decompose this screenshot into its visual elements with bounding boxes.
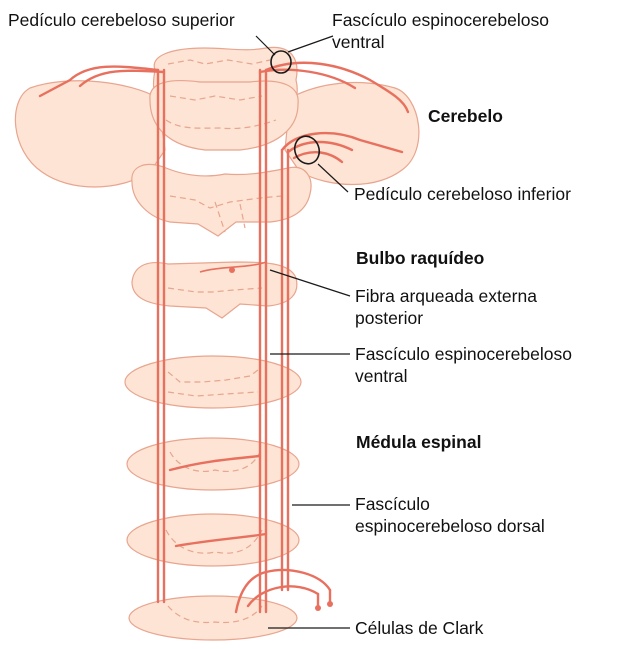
- label-spinal-cord: Médula espinal: [356, 432, 481, 453]
- label-vsct-mid-1: Fascículo espinocerebeloso: [355, 344, 572, 365]
- label-arcuate-1: Fibra arqueada externa: [355, 286, 537, 307]
- label-inferior-peduncle: Pedículo cerebeloso inferior: [354, 184, 571, 205]
- label-medulla: Bulbo raquídeo: [356, 248, 484, 269]
- label-superior-peduncle: Pedículo cerebeloso superior: [8, 10, 235, 31]
- label-vsct-mid-2: ventral: [355, 366, 408, 387]
- arcuate-nucleus: [229, 267, 235, 273]
- label-arcuate-2: posterior: [355, 308, 423, 329]
- spinal-cord-section-2: [127, 438, 299, 490]
- pons-section: [150, 81, 298, 150]
- label-vsct-top-1: Fascículo espinocerebeloso: [332, 10, 549, 31]
- label-dsct-2: espinocerebeloso dorsal: [355, 516, 545, 537]
- label-vsct-top-2: ventral: [332, 32, 385, 53]
- spinal-cord-section-4: [129, 596, 297, 640]
- label-cerebellum: Cerebelo: [428, 106, 503, 127]
- label-clark-cells: Células de Clark: [355, 618, 483, 639]
- label-dsct-1: Fascículo: [355, 494, 430, 515]
- spinal-cord-section-1: [125, 356, 301, 408]
